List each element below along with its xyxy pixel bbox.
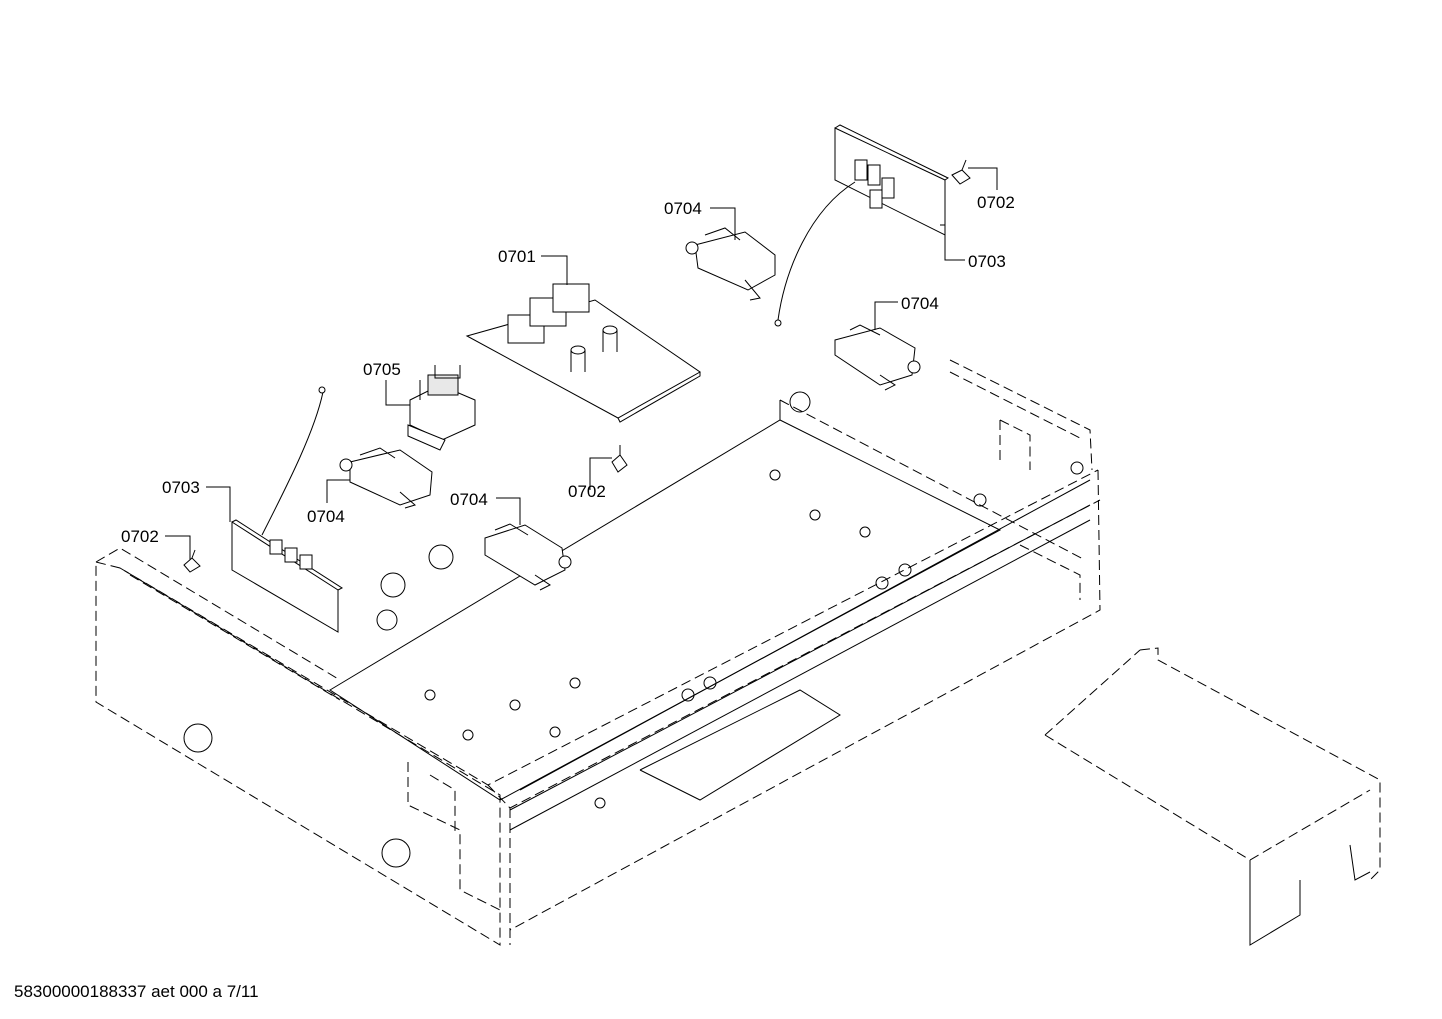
part-0703-board-top	[774, 124, 950, 327]
callout-0702-left: 0702	[121, 527, 159, 546]
part-0704-unit-mid	[339, 447, 433, 509]
callout-0704-top: 0704	[664, 199, 702, 218]
cover-plate	[1044, 647, 1381, 946]
leader-lines	[165, 167, 998, 560]
part-0704-unit-center	[484, 523, 572, 591]
callout-0703-top: 0703	[968, 252, 1006, 271]
part-0702-clip-top	[951, 159, 971, 185]
part-0702-clip-left	[183, 549, 201, 573]
part-0702-clip-center	[611, 445, 628, 473]
callout-0704-center: 0704	[450, 490, 488, 509]
part-0703-board-left	[231, 386, 344, 633]
document-id: 58300000188337 aet 000 a 7/11	[14, 982, 259, 1001]
callout-0702-center: 0702	[568, 482, 606, 501]
callout-0704-right: 0704	[901, 294, 939, 313]
callout-0704-mid: 0704	[307, 507, 345, 526]
base-plate	[183, 391, 1091, 868]
callout-0705: 0705	[363, 360, 401, 379]
callout-0702-top: 0702	[977, 193, 1015, 212]
callout-0701: 0701	[498, 247, 536, 266]
part-0704-unit-top	[685, 227, 776, 301]
callout-0703-left: 0703	[162, 478, 200, 497]
part-0701-pcb	[465, 283, 701, 423]
callout-labels: 0702 0703 0704 0704 0701 0705 0703 0704 …	[121, 193, 1015, 546]
part-0705-transformer	[407, 365, 476, 451]
part-0704-unit-right	[834, 324, 921, 391]
chassis-frame	[95, 359, 1101, 946]
